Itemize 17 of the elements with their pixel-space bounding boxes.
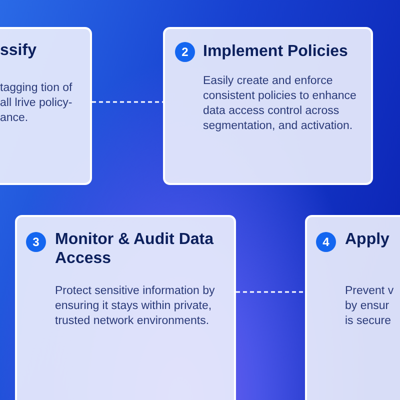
card-description: Easily create and enforce consistent policies to enhance data access control across segmentation, and activation.: [203, 74, 358, 134]
step-card: [163, 27, 373, 185]
step-card: [0, 27, 92, 185]
card-description: tagging tion of all lrive policy- ance.: [0, 81, 74, 126]
card-title: Monitor & Audit Data Access: [55, 230, 215, 268]
card-title: Implement Policies: [203, 42, 349, 61]
card-title: Apply: [345, 230, 390, 249]
step-card: [15, 215, 236, 400]
step-number: 3: [26, 232, 46, 252]
step-card: [305, 215, 400, 400]
card-description: Protect sensitive information by ensuring it stays within private, trusted network environments.: [55, 284, 216, 329]
card-title: ssify: [0, 41, 38, 60]
connector-line: [236, 291, 305, 293]
connector-line: [92, 101, 163, 103]
card-description: Prevent v by ensur is secure: [345, 284, 395, 329]
step-number: 4: [316, 232, 336, 252]
step-number: 2: [175, 42, 195, 62]
